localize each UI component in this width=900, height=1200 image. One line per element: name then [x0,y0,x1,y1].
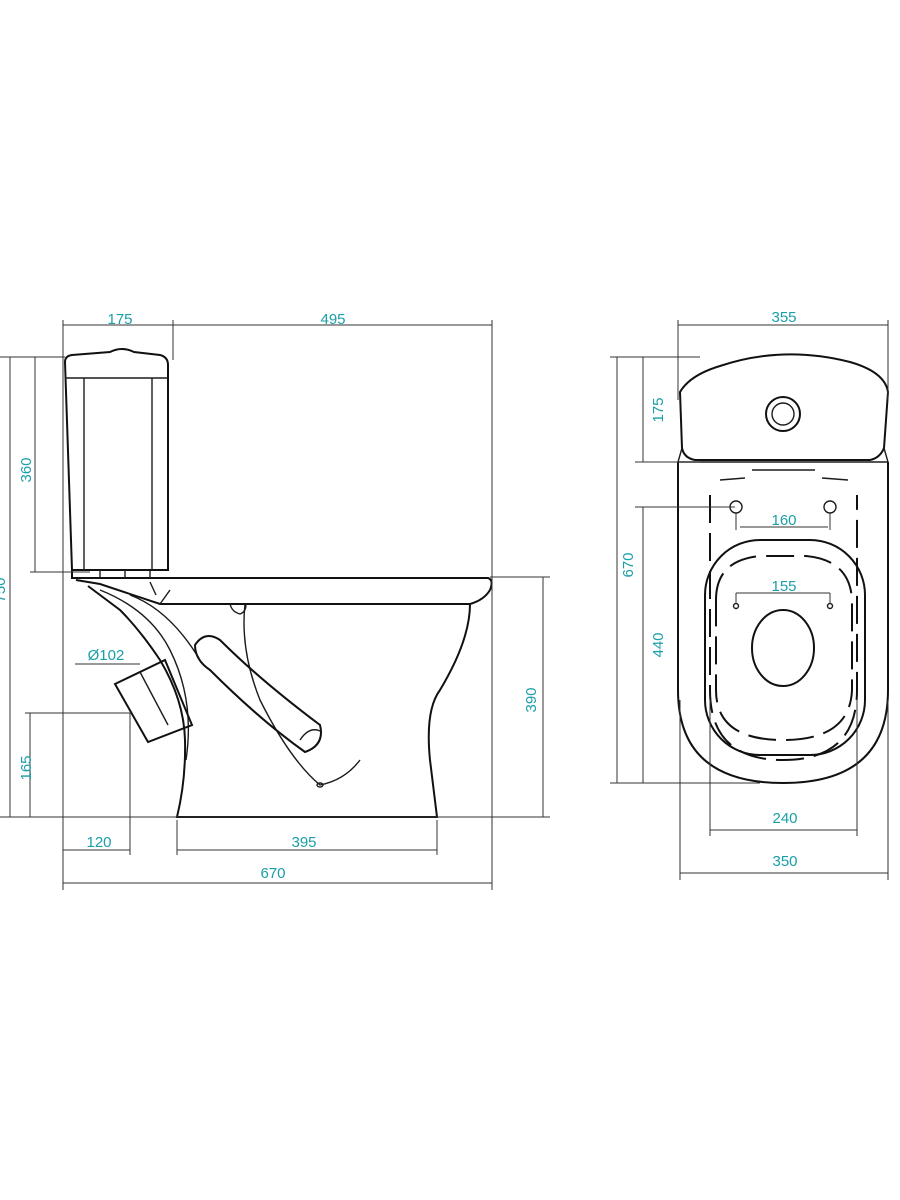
dim-total-length: 670 [260,865,285,882]
dim-outlet-diameter: Ø102 [88,647,125,664]
dim-top-tank-depth: 175 [650,397,667,422]
dim-bowl-length: 495 [320,311,345,328]
dim-total-height: 750 [0,577,9,602]
dim-outlet-height: 165 [18,755,35,780]
side-view-labels: 175 495 360 750 Ø102 165 390 120 395 670 [0,311,540,882]
dim-seat-height: 390 [523,687,540,712]
dim-top-total-length: 670 [620,552,637,577]
dim-tank-height: 360 [18,457,35,482]
side-view-outline [63,348,493,818]
dim-base-width: 240 [772,810,797,827]
top-view-labels: 355 175 670 160 155 440 240 350 [620,309,798,870]
dim-bowl-width: 350 [772,853,797,870]
top-view-dimension-lines [610,320,889,880]
dim-outlet-offset: 120 [86,834,111,851]
flush-button-icon [765,396,801,432]
dim-tank-depth: 175 [107,311,132,328]
dim-top-width: 355 [771,309,796,326]
dim-seat-hinge-spacing: 155 [771,578,796,595]
dim-bolt-spacing: 160 [771,512,796,529]
dim-base-length: 395 [291,834,316,851]
top-view-outline [677,353,890,785]
dim-bowl-length: 440 [650,632,667,657]
side-view-dimension-lines [0,320,550,890]
